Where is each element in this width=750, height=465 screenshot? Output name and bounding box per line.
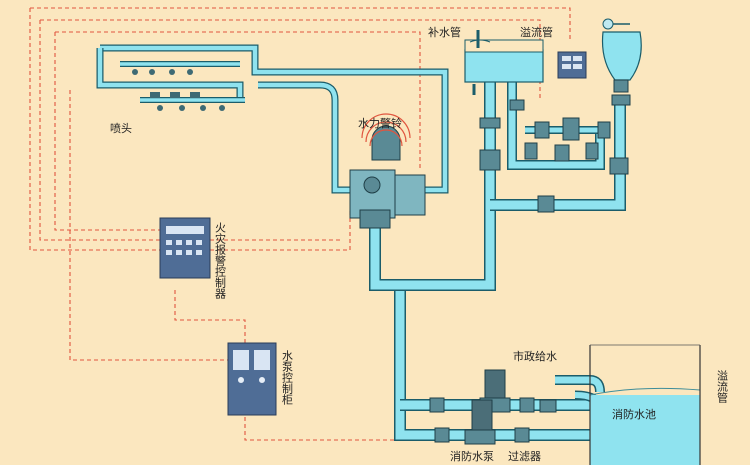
water-alarm-bell-label: 水力警铃 [358,116,402,130]
sprinkler-icon [132,69,225,111]
fire-alarm-controller [159,217,211,279]
sprinkler-head-label: 喷头 [110,122,132,135]
pump-control-cabinet-label: 水泵控制柜 [281,350,294,406]
sprinkler-network [96,44,449,194]
level-control-box [557,51,587,79]
pump-icon [429,369,557,445]
alarm-valve-assembly [349,169,426,229]
municipal-supply-label: 市政给水 [513,349,557,363]
overflow-pipe-top-label: 溢流管 [520,25,553,39]
fire-pool [589,344,701,465]
valve-icon [479,99,629,213]
roof-water-tank [464,30,544,95]
fire-alarm-controller-label: 火灾报警控制器 [214,222,227,300]
fire-pump-label: 消防水泵 [450,449,494,463]
makeup-pipe-label: 补水管 [428,25,461,39]
pressure-tank-icon [601,18,642,106]
fire-pool-label: 消防水池 [612,407,656,421]
pump-control-cabinet [227,342,277,416]
alarm-bell-icon [361,113,411,161]
overflow-pipe-right-label: 溢流管 [716,369,729,404]
filter-label: 过滤器 [508,450,541,463]
